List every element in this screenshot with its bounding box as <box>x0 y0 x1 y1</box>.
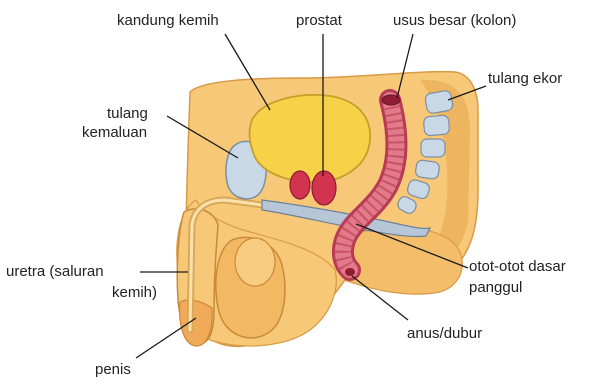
label-bladder: kandung kemih <box>117 12 219 29</box>
label-pubic-line1: tulang <box>107 105 148 122</box>
label-prostate: prostat <box>296 12 343 29</box>
label-penis: penis <box>95 361 131 378</box>
vertebra <box>415 160 440 180</box>
prostate-lobe-left <box>290 171 310 199</box>
label-pelvic-line2: panggul <box>469 279 522 296</box>
glans-shape <box>180 300 213 346</box>
prostate-lobe-right <box>312 171 336 205</box>
vertebra <box>421 139 445 157</box>
label-pelvic-line1: otot-otot dasar <box>469 258 566 275</box>
vertebra <box>423 115 450 136</box>
label-anus: anus/dubur <box>407 325 482 342</box>
anus-mark <box>345 268 355 276</box>
bladder-shape <box>250 95 371 182</box>
label-pubic-line2: kemaluan <box>82 124 147 141</box>
label-colon: usus besar (kolon) <box>393 12 516 29</box>
label-urethra-line2: kemih) <box>112 284 157 301</box>
label-tailbone: tulang ekor <box>488 70 562 87</box>
label-urethra-line1: uretra (saluran <box>6 263 104 280</box>
vertebra <box>424 90 453 114</box>
testicle-shape <box>235 238 275 286</box>
